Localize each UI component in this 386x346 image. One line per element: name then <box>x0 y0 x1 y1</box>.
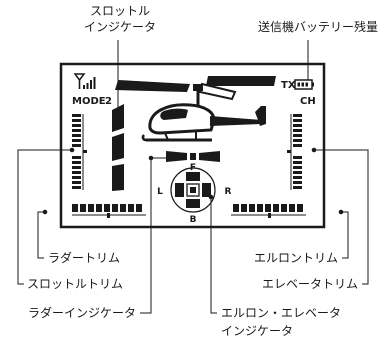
rudder-trim-callout: ラダートリム <box>48 251 121 265</box>
rudder-indicator <box>166 151 220 162</box>
signal-bars-icon <box>73 73 96 89</box>
throttle-indicator-callout-line1: スロットル <box>89 4 150 18</box>
mode-label: MODE <box>72 96 106 107</box>
tx-battery-callout: 送信機バッテリー残量 <box>257 20 378 34</box>
direction-front-label: F <box>190 163 196 173</box>
helicopter-icon <box>115 76 276 142</box>
throttle-trim-left <box>72 114 87 190</box>
rudder-trim-bottom-left <box>72 204 146 218</box>
elevator-trim-right <box>287 114 302 190</box>
direction-left-label: L <box>157 187 163 197</box>
mode-value: 2 <box>105 96 112 107</box>
rudder-indicator-callout: ラダーインジケータ <box>27 306 136 320</box>
throttle-indicator-callout-line2: インジケータ <box>83 20 156 34</box>
throttle-indicator <box>112 104 124 191</box>
aileron-elevator-indicator <box>170 167 216 213</box>
aileron-trim-callout: エルロントリム <box>253 251 338 265</box>
aileron-elevator-indicator-callout-line1: エルロン・エレベータ <box>221 306 342 320</box>
elevator-trim-callout: エレベータトリム <box>261 277 358 291</box>
battery-icon <box>294 79 314 90</box>
aileron-trim-bottom-right <box>231 204 306 218</box>
direction-right-label: R <box>225 187 232 197</box>
throttle-trim-callout: スロットルトリム <box>27 277 124 291</box>
lcd-frame <box>59 62 326 229</box>
direction-back-label: B <box>190 215 197 225</box>
leader-lines <box>17 40 369 314</box>
ch-label: CH <box>300 96 316 107</box>
aileron-elevator-indicator-callout-line2: インジケータ <box>221 324 294 338</box>
tx-label: TX <box>281 80 296 91</box>
